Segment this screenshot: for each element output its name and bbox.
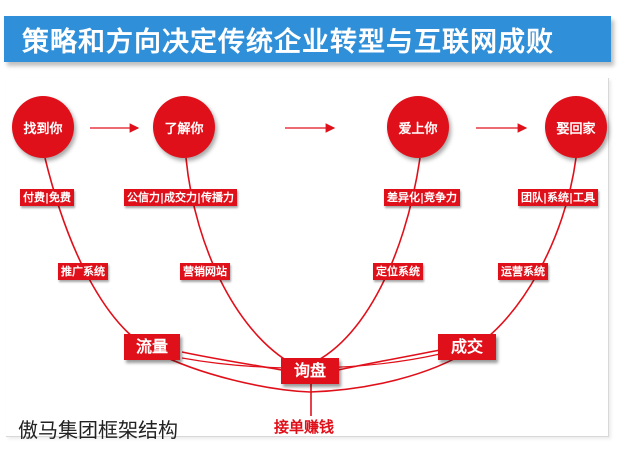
hub-deal: 成交: [438, 334, 496, 360]
node-know-you: 了解你: [153, 96, 215, 158]
bottom-label: 接单赚钱: [274, 418, 335, 436]
tag-positioning-system: 定位系统: [373, 263, 423, 280]
link-flow-inquiry: [181, 351, 283, 371]
link-deal-inquiry: [337, 349, 441, 371]
tag-operation-system: 运营系统: [498, 263, 548, 280]
hub-traffic: 流量: [124, 334, 180, 360]
tag-team-system-tool: 团队|系统|工具: [518, 189, 599, 206]
tag-pay-free: 付费|免费: [20, 189, 75, 206]
tag-trust-deal-spread: 公信力|成交力|传播力: [124, 189, 238, 206]
tag-promotion-system: 推广系统: [58, 263, 108, 280]
node-marry-home: 娶回家: [545, 96, 607, 158]
page-title: 策略和方向决定传统企业转型与互联网成败: [22, 26, 554, 58]
framework-caption: 傲马集团框架结构: [18, 418, 178, 442]
tag-marketing-site: 营销网站: [180, 263, 230, 280]
title-bar: 策略和方向决定传统企业转型与互联网成败: [4, 16, 611, 62]
node-love-you: 爱上你: [387, 96, 449, 158]
hub-inquiry: 询盘: [281, 358, 339, 384]
curve-outer: [44, 157, 577, 393]
node-find-you: 找到你: [12, 96, 74, 158]
tag-diff-compete: 差异化|竞争力: [384, 189, 461, 206]
